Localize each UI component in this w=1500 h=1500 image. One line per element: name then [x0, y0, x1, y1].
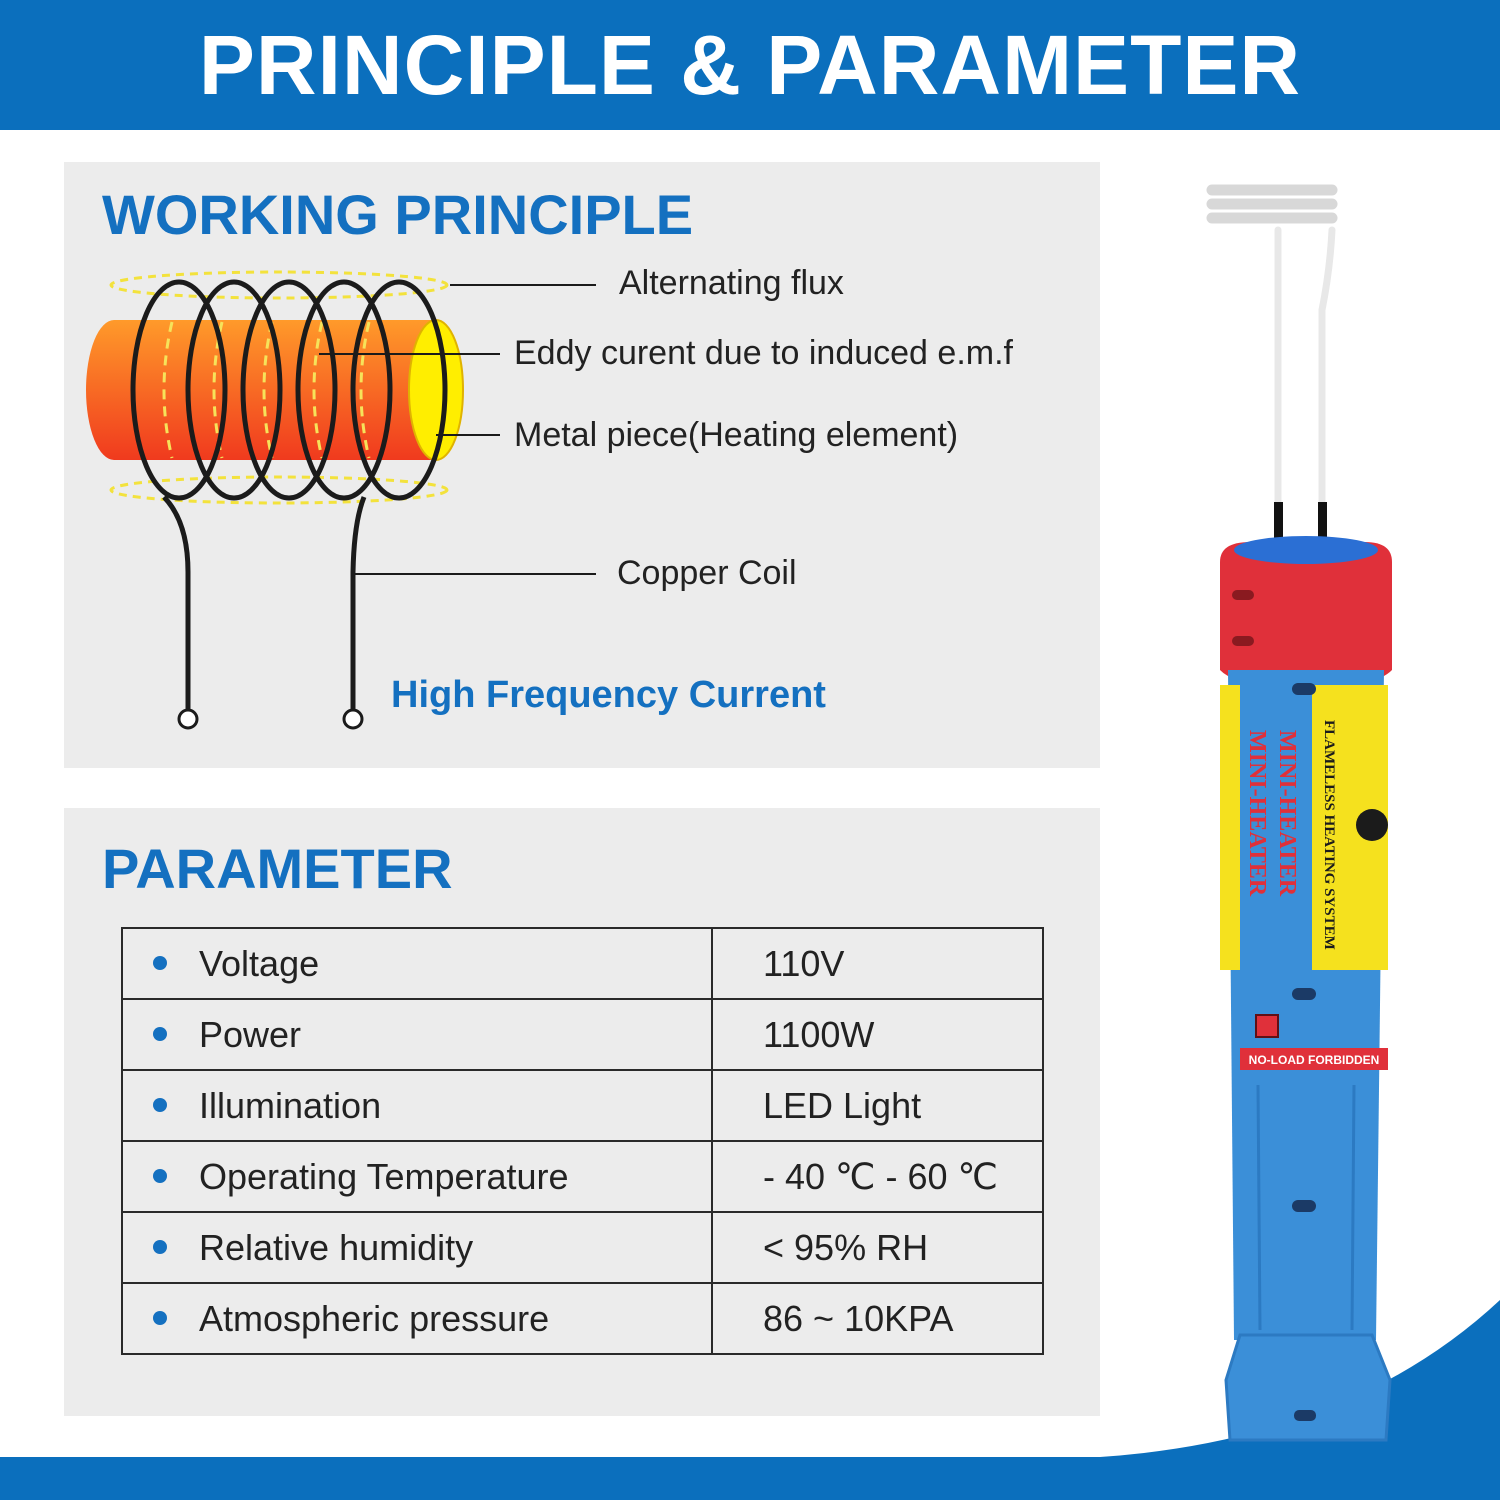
parameter-panel: PARAMETER Voltage 110V Power 1100W Illum… [64, 808, 1100, 1416]
blue-swoosh [1100, 1300, 1500, 1457]
footer-strip [0, 1457, 1500, 1500]
copper-coil-loops [130, 279, 448, 501]
param-name: Relative humidity [199, 1226, 474, 1268]
bullet-icon [153, 955, 167, 970]
param-name: Illumination [199, 1084, 382, 1126]
terminal-left [177, 708, 199, 730]
metal-rod-end [408, 319, 464, 461]
label-line-1b: MINI-HEATER [1274, 730, 1300, 897]
param-name: Operating Temperature [199, 1155, 569, 1197]
param-value: 86 ~ 10KPA [711, 1282, 1044, 1355]
red-cap [1220, 542, 1392, 688]
param-value: 110V [711, 927, 1044, 1000]
grip-ribs [1256, 1084, 1356, 1331]
param-name: Voltage [199, 942, 320, 984]
product-label-text: MINI-HEATER MINI-HEATER FLAMELESS HEATIN… [1244, 720, 1337, 950]
header-banner: PRINCIPLE & PARAMETER [0, 0, 1500, 130]
induction-heater-tool: MINI-HEATER MINI-HEATER FLAMELESS HEATIN… [1100, 184, 1500, 1457]
high-frequency-current-label: High Frequency Current [391, 674, 826, 716]
table-row: Operating Temperature - 40 ℃ - 60 ℃ [121, 1140, 1044, 1213]
heating-coil-icon [1206, 184, 1338, 514]
body-hole-3 [1292, 1200, 1316, 1212]
label-band [1240, 685, 1312, 970]
table-row: Relative humidity < 95% RH [121, 1211, 1044, 1284]
param-name: Atmospheric pressure [199, 1297, 550, 1339]
eddy-current-label: Eddy curent due to induced e.m.f [514, 334, 1013, 372]
pointer-lines [319, 284, 596, 575]
alternating-flux-label: Alternating flux [619, 264, 844, 302]
copper-coil-label: Copper Coil [617, 554, 797, 592]
bullet-icon [153, 1026, 167, 1041]
terminal-right [342, 708, 364, 730]
param-value: 1100W [711, 998, 1044, 1071]
cap-vent-2 [1232, 636, 1254, 646]
label-logo [1356, 809, 1388, 841]
working-principle-title: WORKING PRINCIPLE [102, 183, 694, 246]
no-load-text: NO-LOAD FORBIDDEN [1249, 1053, 1380, 1067]
param-value: - 40 ℃ - 60 ℃ [711, 1140, 1044, 1213]
flux-ring-bottom [109, 475, 449, 505]
flux-ring-top [109, 270, 449, 300]
working-principle-panel: WORKING PRINCIPLE [64, 162, 1100, 768]
power-switch [1255, 1014, 1279, 1038]
label-line-2: FLAMELESS HEATING SYSTEM [1321, 720, 1337, 950]
param-name: Power [199, 1013, 302, 1055]
coil-leads [162, 495, 367, 710]
coil-sleeve-right [1318, 502, 1327, 562]
induction-diagram [86, 270, 596, 730]
bullet-icon [153, 1239, 167, 1254]
table-row: Atmospheric pressure 86 ~ 10KPA [121, 1282, 1044, 1355]
warning-strip [1240, 1048, 1388, 1070]
body-hole-2 [1292, 988, 1316, 1000]
bottom-cap [1224, 1333, 1392, 1442]
cap-vent-1 [1232, 590, 1254, 600]
metal-piece-label: Metal piece(Heating element) [514, 416, 959, 454]
body-hole-4 [1294, 1410, 1316, 1421]
body-hole-1 [1292, 683, 1316, 695]
label-line-1: MINI-HEATER [1244, 730, 1270, 897]
bullet-icon [153, 1310, 167, 1325]
bullet-icon [153, 1168, 167, 1183]
parameter-table: Voltage 110V Power 1100W Illumination LE… [121, 927, 1044, 1355]
cap-opening [1234, 536, 1378, 564]
param-value: LED Light [711, 1069, 1044, 1142]
table-row: Illumination LED Light [121, 1069, 1044, 1142]
param-value: < 95% RH [711, 1211, 1044, 1284]
bullet-icon [153, 1097, 167, 1112]
table-row: Power 1100W [121, 998, 1044, 1071]
page-title: PRINCIPLE & PARAMETER [198, 17, 1302, 112]
table-row: Voltage 110V [121, 927, 1044, 1000]
parameter-title: PARAMETER [102, 837, 453, 900]
coil-sleeve-left [1274, 502, 1283, 562]
